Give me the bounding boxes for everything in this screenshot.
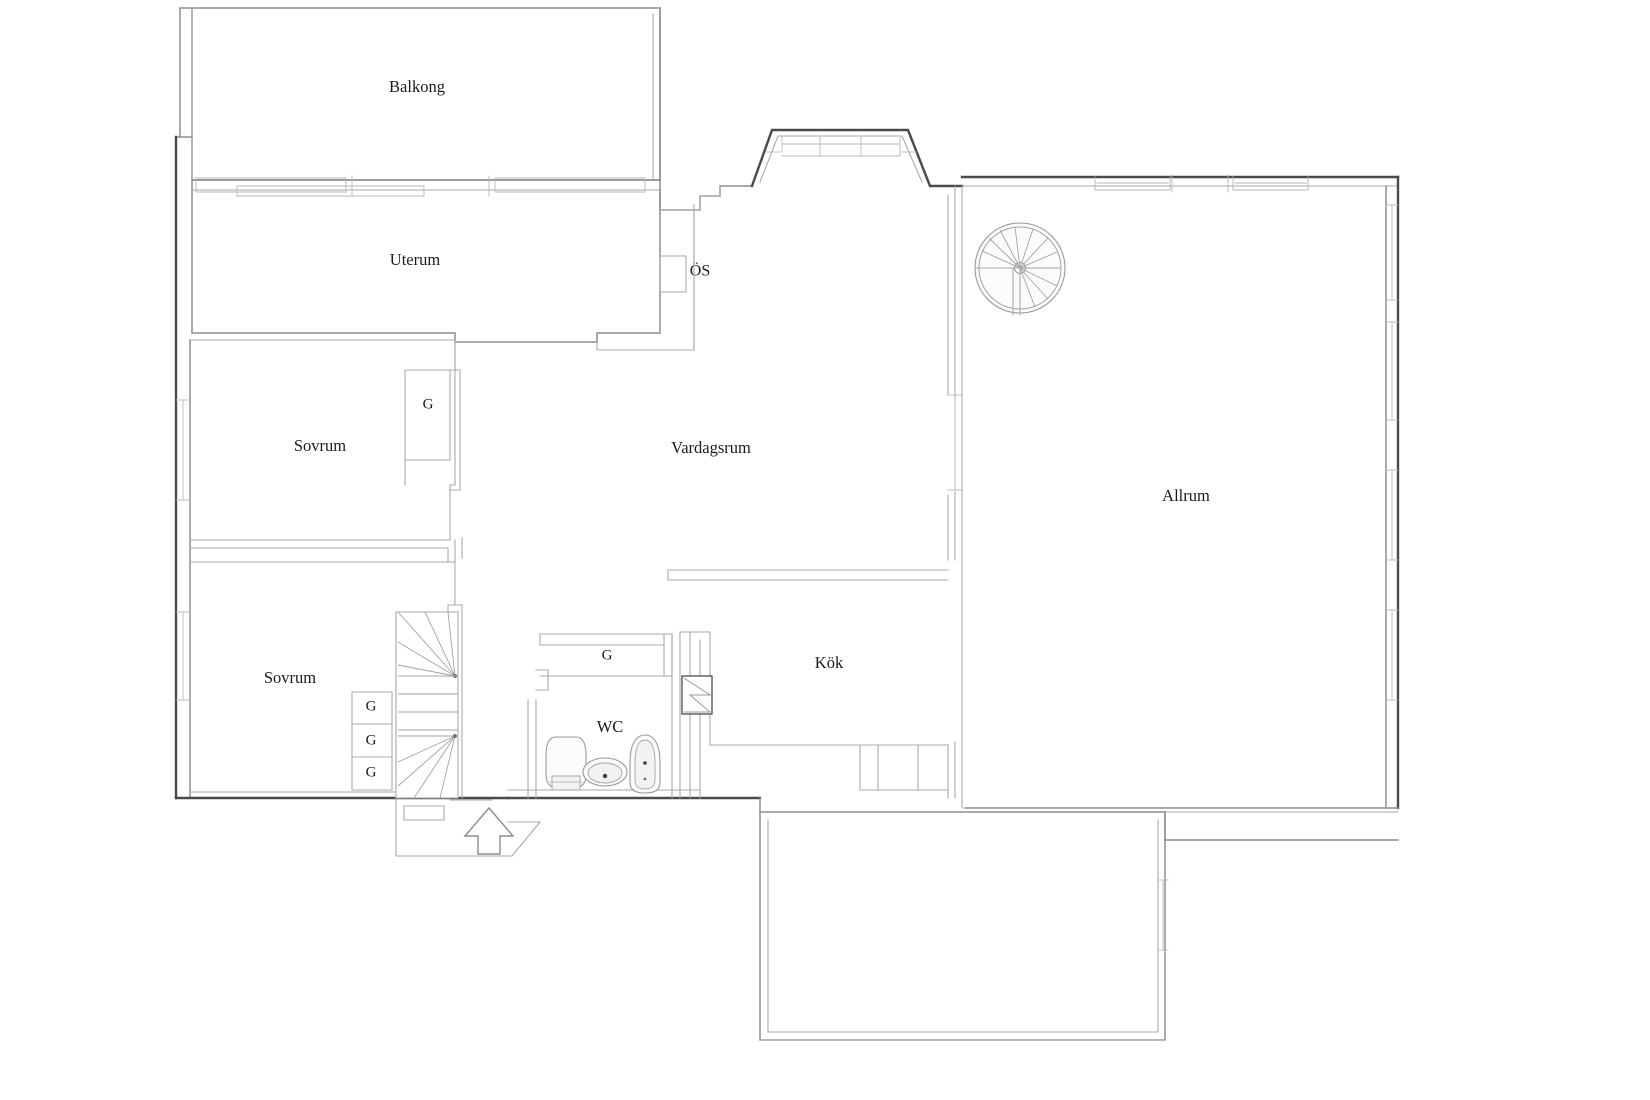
staircase-icon: G G G <box>351 604 463 799</box>
entrance-area <box>395 797 542 857</box>
room-label-uterum: Uterum <box>390 250 441 269</box>
room-label-sovrum-1: Sovrum <box>294 436 346 455</box>
urinal-fixture <box>629 734 661 794</box>
room-sovrum-1: G Sovrum <box>189 339 461 541</box>
storage-os: ÖS <box>596 185 721 351</box>
toilet-fixture <box>545 736 587 791</box>
closet-label-stair-1: G <box>366 698 377 714</box>
electrical-panel-icon <box>681 675 713 715</box>
room-label-allrum: Allrum <box>1162 486 1210 505</box>
room-allrum: Allrum <box>961 185 1210 809</box>
closet-label-stair-2: G <box>366 732 377 748</box>
room-label-wc: WC <box>597 717 624 736</box>
sink-fixture <box>582 757 628 787</box>
room-label-kok: Kök <box>815 653 844 672</box>
entrance-arrow-icon <box>463 806 515 855</box>
room-sovrum-2: Sovrum <box>189 561 456 793</box>
room-label-os: ÖS <box>690 262 710 280</box>
closet-label-stair-3: G <box>366 764 377 780</box>
closet-label-wc-top: G <box>602 647 613 663</box>
spiral-staircase-icon <box>974 222 1066 316</box>
room-vardagsrum: Vardagsrum <box>671 185 963 561</box>
room-kok: Kök <box>667 569 956 799</box>
closet-label-sovrum1: G <box>423 396 434 412</box>
room-label-vardagsrum: Vardagsrum <box>671 438 751 457</box>
building-outline <box>174 128 1400 841</box>
room-label-sovrum-2: Sovrum <box>264 668 316 687</box>
room-uterum: Uterum <box>175 136 661 343</box>
room-balkong: Balkong <box>179 7 661 181</box>
wall-divider-bedrooms <box>189 537 463 563</box>
room-label-balkong: Balkong <box>389 77 445 96</box>
terrace-bottom <box>759 811 1169 1041</box>
room-wc: G WC <box>527 631 681 799</box>
